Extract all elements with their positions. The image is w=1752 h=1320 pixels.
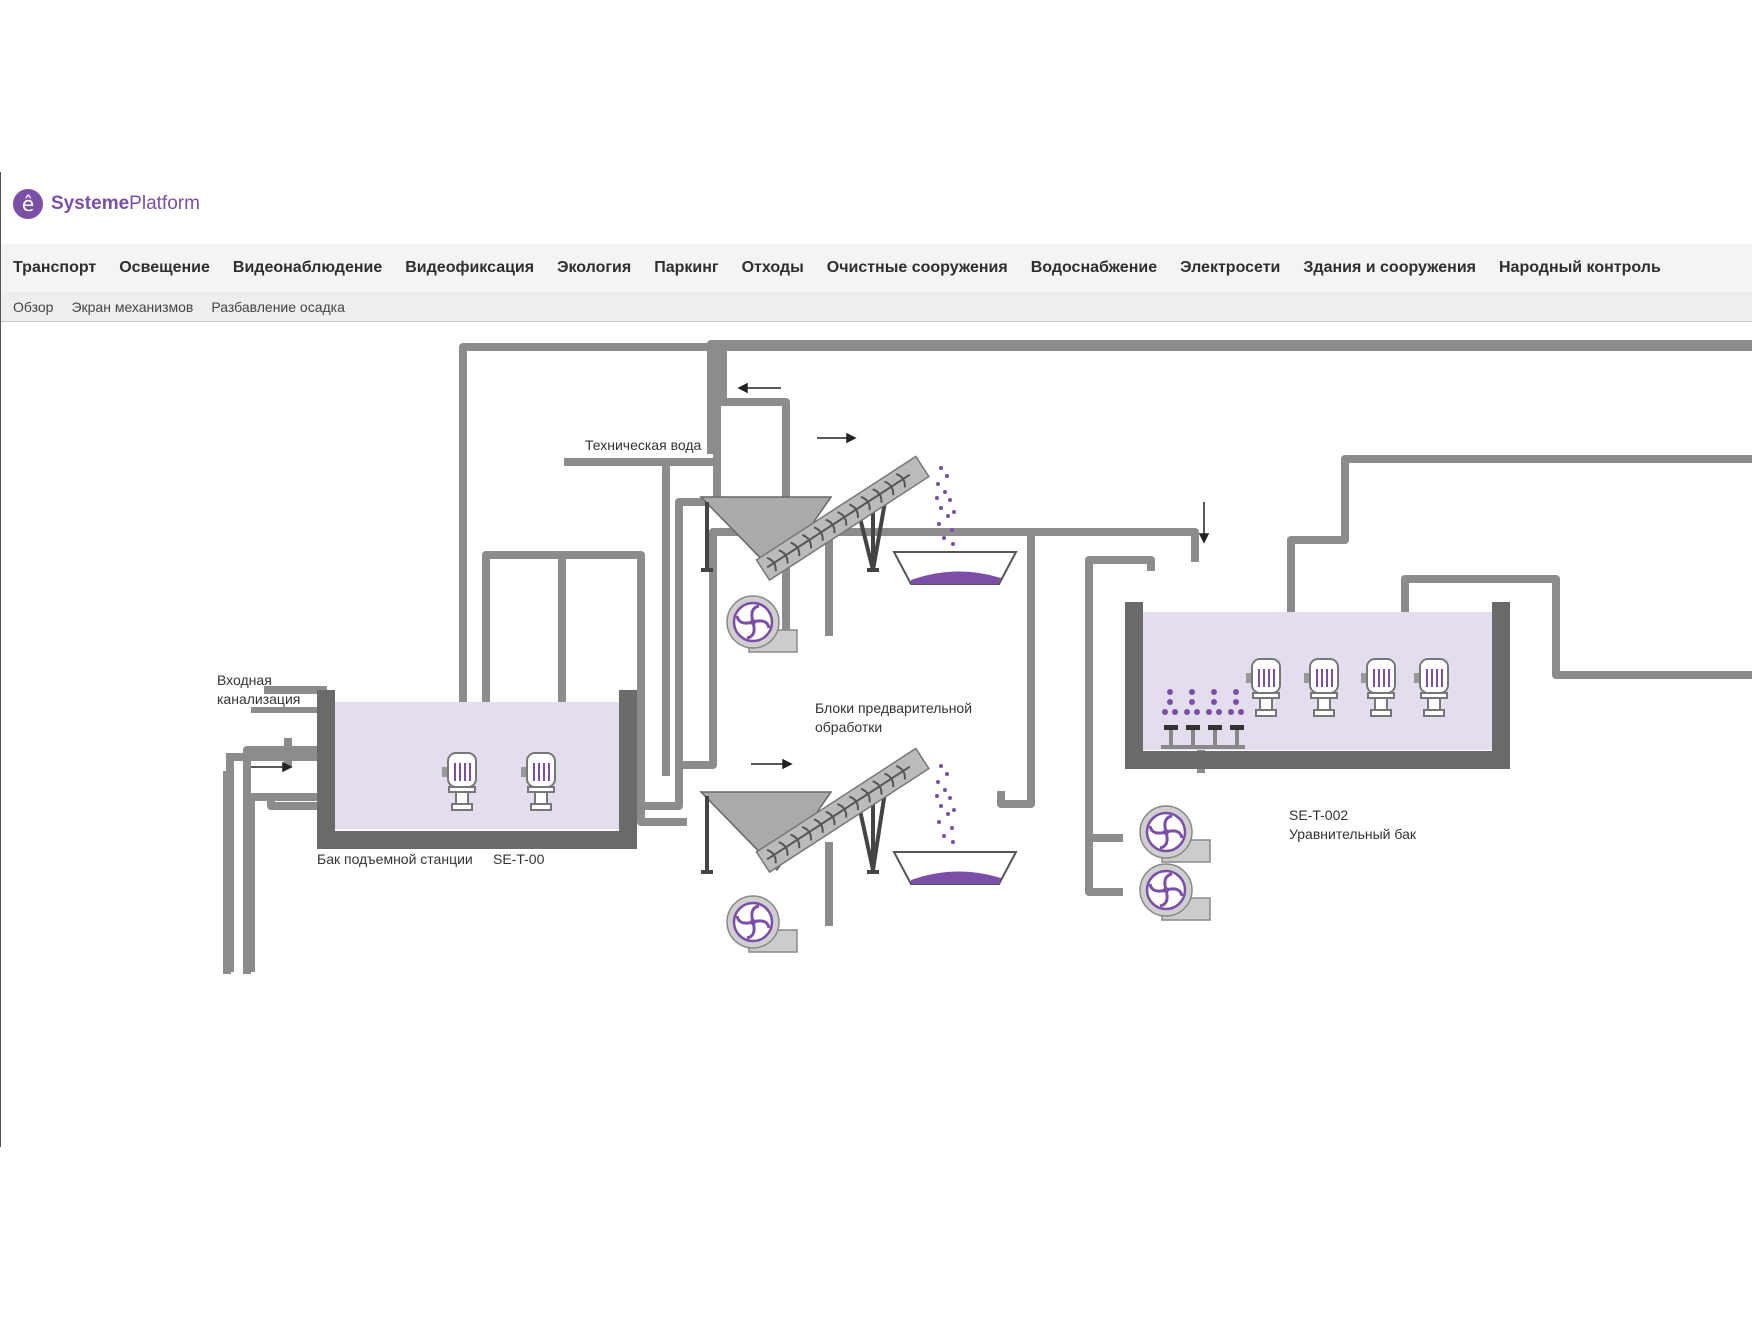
nav-item-transport[interactable]: Транспорт [13, 259, 97, 276]
subnav-item-sludge-dilution[interactable]: Разбавление осадка [211, 298, 345, 315]
logo-bar: ê SystemePlatform [1, 172, 1752, 242]
nav-item-public-control[interactable]: Народный контроль [1499, 259, 1661, 276]
logo-text-part1: Systeme [51, 193, 130, 214]
nav-item-lighting[interactable]: Освещение [119, 259, 210, 276]
logo[interactable]: ê SystemePlatform [13, 189, 200, 219]
logo-text-part2: Platform [129, 193, 200, 214]
process-scheme: Входная канализация Бак подъемной станци… [217, 340, 1752, 974]
tank1-id: SE-T-00 [493, 851, 545, 867]
pretreatment-label-line1: Блоки предварительной [815, 700, 972, 716]
blower-icon [1138, 804, 1212, 864]
pretreatment-label-line2: обработки [815, 719, 882, 735]
app-frame: ê SystemePlatform Транспорт Освещение Ви… [0, 172, 1752, 1147]
nav-item-waste[interactable]: Отходы [741, 259, 804, 276]
subnav-item-overview[interactable]: Обзор [13, 298, 54, 315]
tank2-id: SE-T-002 [1289, 807, 1348, 823]
tech-water-label: Техническая вода [585, 437, 701, 453]
logo-icon: ê [13, 189, 43, 219]
sub-navigation: Обзор Экран механизмов Разбавление осадк… [1, 292, 1752, 322]
tank1-label: Бак подъемной станции [317, 851, 473, 867]
nav-item-power-grid[interactable]: Электросети [1180, 259, 1281, 276]
nav-item-parking[interactable]: Паркинг [654, 259, 719, 276]
diffuser-group [1161, 689, 1245, 749]
nav-item-video-recording[interactable]: Видеофиксация [405, 259, 535, 276]
pretreatment-unit-2 [699, 747, 1018, 885]
subnav-item-mechanisms[interactable]: Экран механизмов [71, 298, 194, 315]
logo-text: SystemePlatform [51, 193, 200, 215]
inlet-pipes [226, 753, 319, 972]
nav-item-video-surveillance[interactable]: Видеонаблюдение [232, 259, 383, 276]
nav-item-water-supply[interactable]: Водоснабжение [1030, 259, 1158, 276]
tank2-label: Уравнительный бак [1289, 826, 1417, 842]
inlet-label-line2: канализация [217, 691, 300, 707]
nav-item-treatment-facilities[interactable]: Очистные сооружения [826, 259, 1008, 276]
blower-icon [725, 894, 799, 954]
inlet-label-line1: Входная [217, 672, 272, 688]
lift-station-tank [317, 690, 637, 849]
pretreatment-unit-1 [699, 455, 1018, 585]
nav-item-ecology[interactable]: Экология [557, 259, 632, 276]
nav-item-buildings[interactable]: Здания и сооружения [1303, 259, 1476, 276]
blower-icon [1138, 862, 1212, 922]
main-navigation: Транспорт Освещение Видеонаблюдение Виде… [1, 244, 1752, 292]
flow-arrows [251, 382, 1210, 773]
